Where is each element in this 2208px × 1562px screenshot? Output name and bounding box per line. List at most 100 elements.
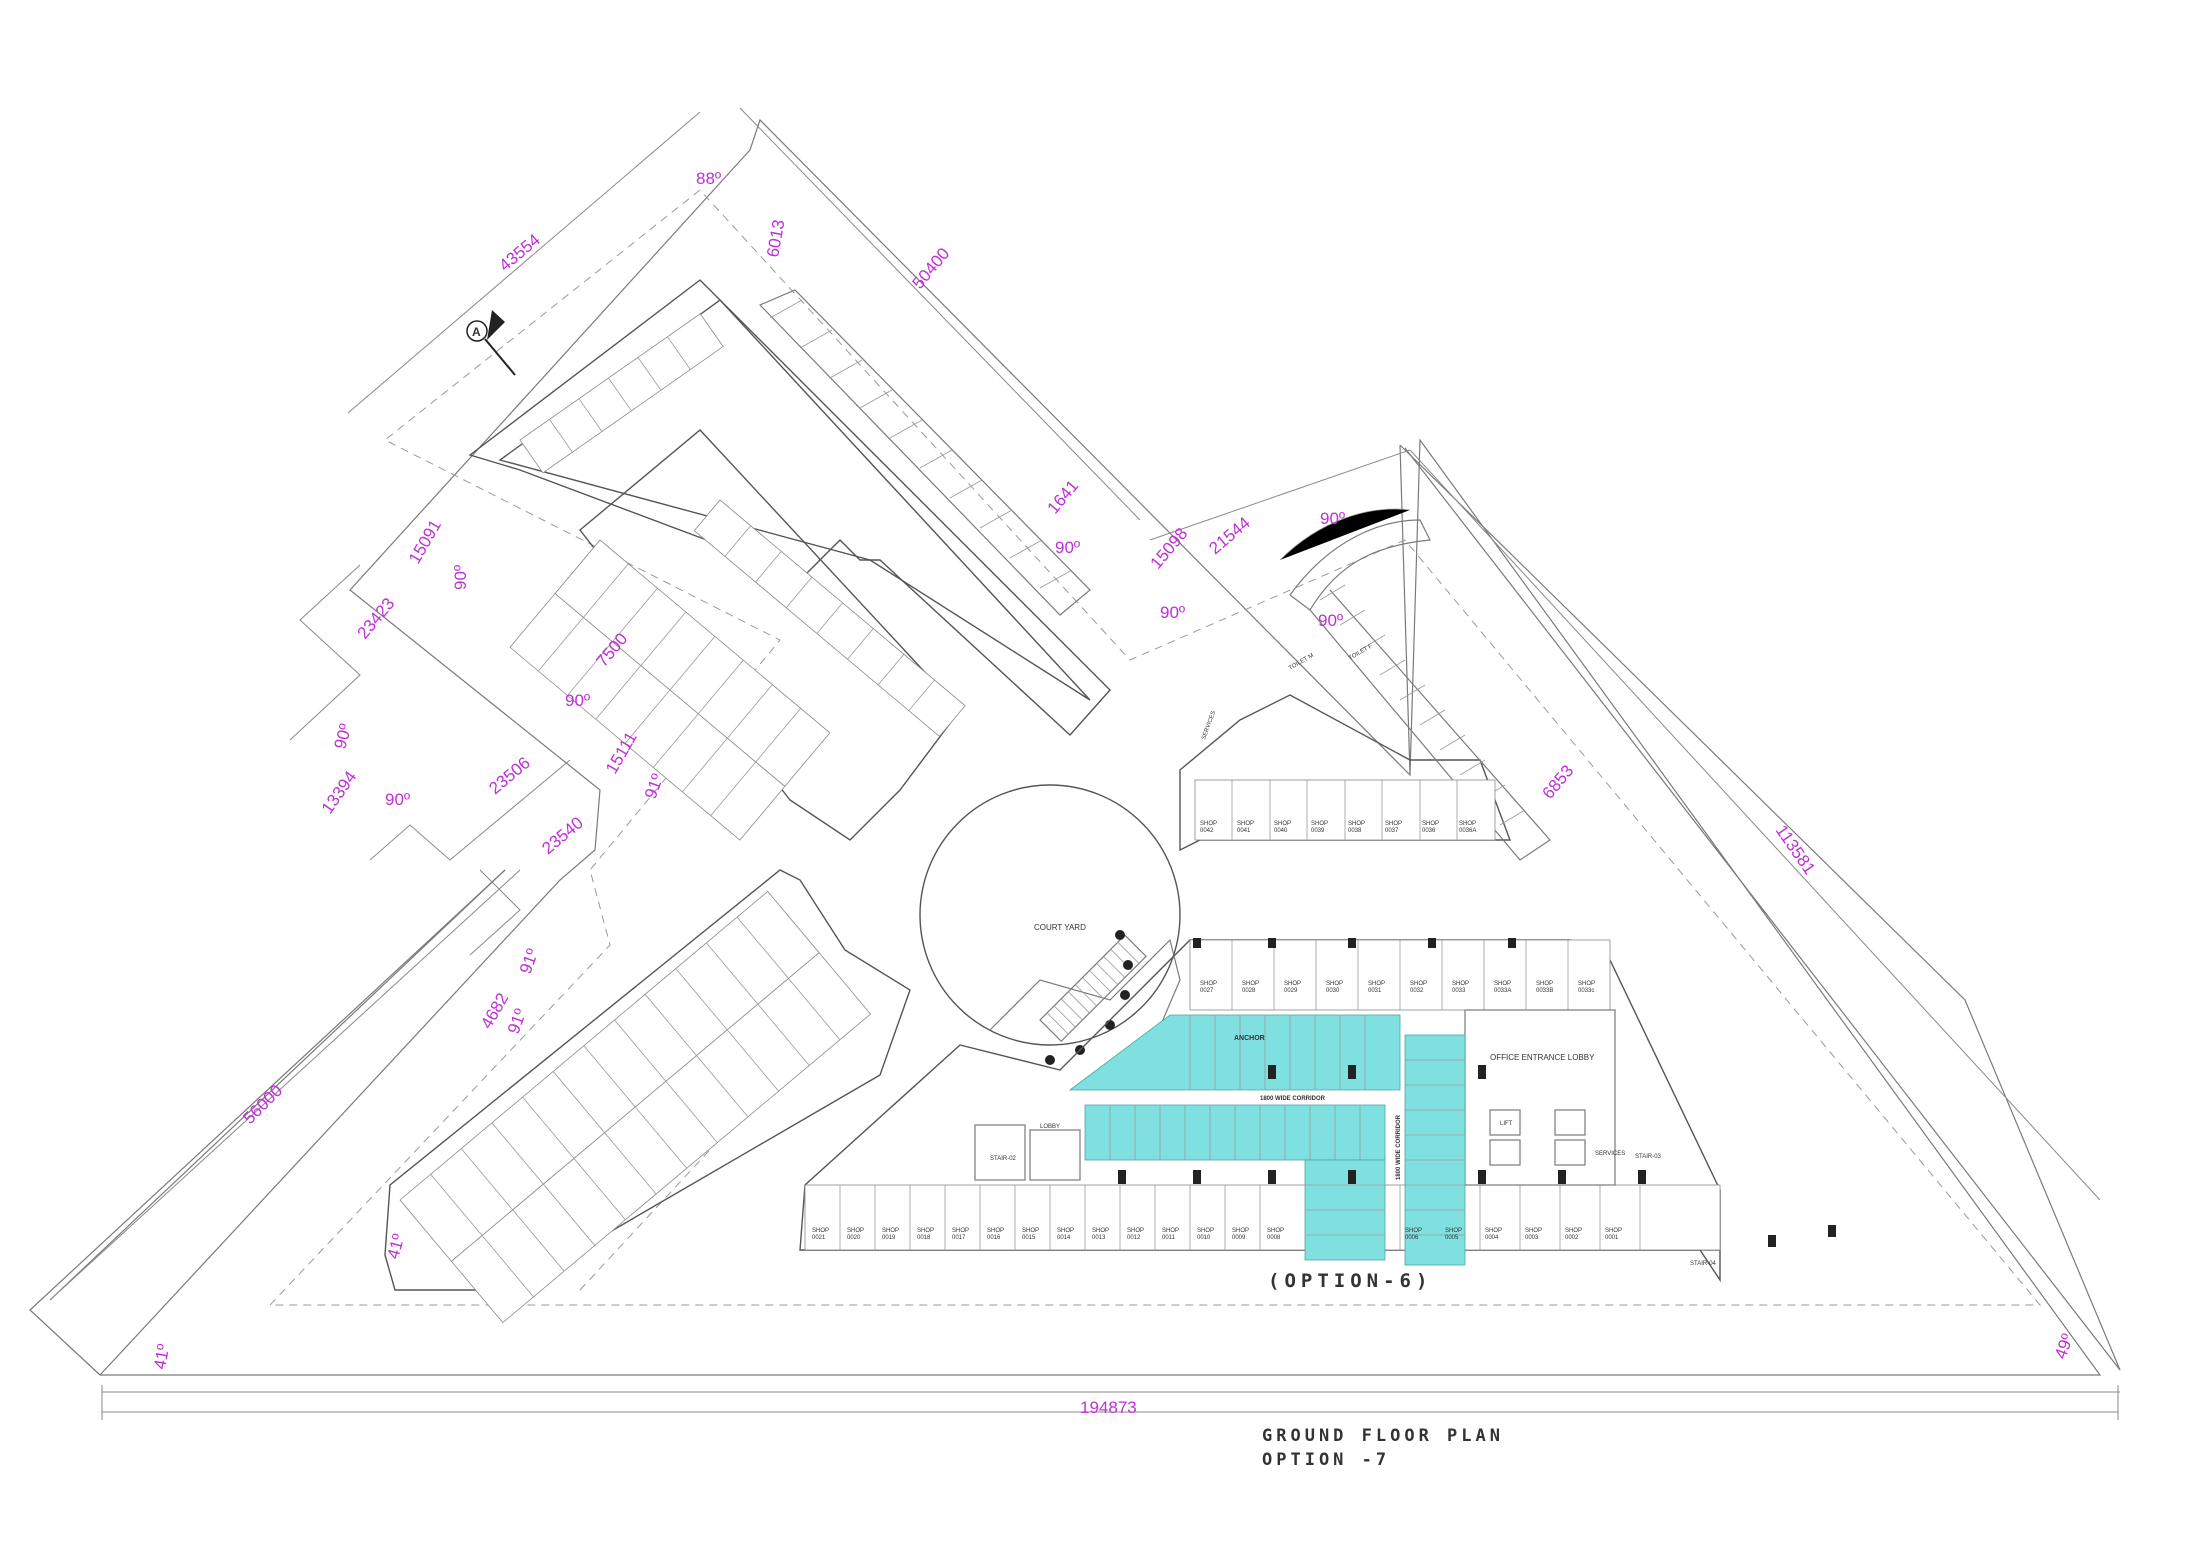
shop-number: 0042 [1200,828,1214,834]
shop-number: 0011 [1162,1235,1176,1241]
lobby-label: LOBBY [1040,1124,1060,1130]
shop-label: SHOP [847,1228,864,1234]
shop-label: SHOP [1410,981,1427,987]
shop-label: SHOP [1578,981,1595,987]
shop-label: SHOP [1459,821,1476,827]
shop-number: 0033c [1578,988,1594,994]
shop-label: SHOP [1565,1228,1582,1234]
office-lobby-label: OFFICE ENTRANCE LOBBY [1490,1053,1595,1062]
shop-number: 0009 [1232,1235,1246,1241]
shop-number: 0003 [1525,1235,1539,1241]
dim-50400: 50400 [909,244,954,292]
shop-labels-top: SHOP0027SHOP0028SHOP0029SHOP0030SHOP0031… [1200,981,1595,994]
dim-90d: 90º [451,565,470,590]
site-boundary [29,118,2121,1376]
shop-label: SHOP [1525,1228,1542,1234]
shop-label: SHOP [1605,1228,1622,1234]
shop-label: SHOP [1274,821,1291,827]
dim-1641: 1641 [1044,476,1083,517]
dim-194873: 194873 [1080,1398,1137,1417]
shop-number: 0013 [1092,1235,1106,1241]
shop-label: SHOP [952,1228,969,1234]
shop-number: 0008 [1267,1235,1281,1241]
parking-hatch-east [1319,584,1526,826]
shop-label: SHOP [1162,1228,1179,1234]
shop-label: SHOP [1452,981,1469,987]
west-wing-upper [468,279,1111,841]
shop-label: SHOP [1057,1228,1074,1234]
anchor-area [1068,1014,1466,1266]
shop-labels-service: SHOP0042SHOP0041SHOP0040SHOP0039SHOP0038… [1200,821,1476,834]
shop-number: 0033 [1452,988,1466,994]
shop-number: 0006 [1405,1235,1419,1241]
shop-label: SHOP [1022,1228,1039,1234]
shop-number: 0033B [1536,988,1553,994]
shop-label: SHOP [1200,981,1217,987]
shop-label: SHOP [1311,821,1328,827]
shop-number: 0019 [882,1235,896,1241]
shop-label: SHOP [1348,821,1365,827]
dim-6013: 6013 [763,218,788,259]
north-marker [466,310,516,376]
shop-number: 0005 [1445,1235,1459,1241]
structural-columns [1118,938,1836,1247]
north-marker-letter: A [472,325,481,339]
shop-number: 0040 [1274,828,1288,834]
services-a-label: SERVICES [1201,710,1217,740]
shop-label: SHOP [1494,981,1511,987]
shop-label: SHOP [1267,1228,1284,1234]
plan-title-line1: GROUND FLOOR PLAN [1262,1426,1504,1446]
shop-label: SHOP [1127,1228,1144,1234]
shop-number: 0020 [847,1235,861,1241]
shop-label: SHOP [1405,1228,1422,1234]
dimension-lines [49,107,2120,1420]
shop-number: 0028 [1242,988,1256,994]
dim-91c: 91º [504,1006,530,1036]
shop-number: 0021 [812,1235,826,1241]
option-label: (OPTION-6) [1268,1270,1433,1292]
main-block [799,939,1721,1283]
services-b-label: SERVICES [1595,1151,1625,1157]
shop-number: 0027 [1200,988,1214,994]
shop-number: 0041 [1237,828,1251,834]
corridor-h-label: 1800 WIDE CORRIDOR [1260,1096,1326,1102]
shop-number: 0031 [1368,988,1382,994]
dim-91a: 91º [641,771,667,801]
shop-number: 0004 [1485,1235,1499,1241]
anchor-label: ANCHOR [1234,1035,1265,1042]
shop-label: SHOP [1284,981,1301,987]
dim-15111: 15111 [602,729,641,777]
toilet-m-label: TOILET M [1288,653,1315,672]
shop-label: SHOP [1232,1228,1249,1234]
shop-labels-bottom-right: SHOP0006SHOP0005SHOP0004SHOP0003SHOP0002… [1405,1228,1622,1241]
shop-number: 0038 [1348,828,1362,834]
stair04-label: STAIR-04 [1690,1261,1717,1267]
shop-number: 0001 [1605,1235,1619,1241]
dim-15091: 15091 [405,517,445,567]
plan-title-line2: OPTION -7 [1262,1450,1391,1470]
dim-23423: 23423 [354,594,399,642]
dim-13394: 13394 [318,768,361,818]
shop-label: SHOP [1200,821,1217,827]
shop-label: SHOP [917,1228,934,1234]
shop-label: SHOP [1092,1228,1109,1234]
court-yard [919,784,1181,1081]
setback-line [269,189,2042,1306]
anchor-grid [1109,1015,1465,1236]
shop-label: SHOP [1237,821,1254,827]
shop-number: 0017 [952,1235,966,1241]
shop-number: 0032 [1410,988,1424,994]
shop-number: 0036A [1459,828,1476,834]
dim-90e: 90º [565,691,590,710]
dim-23506: 23506 [485,753,533,798]
dim-7500: 7500 [593,629,632,670]
shop-label: SHOP [1485,1228,1502,1234]
dim-15098: 15098 [1147,524,1192,572]
lift-label: LIFT [1500,1121,1513,1127]
dim-21544: 21544 [1205,513,1253,558]
dim-6853: 6853 [1539,761,1578,802]
corridor-v-label: 1800 WIDE CORRIDOR [1396,1114,1402,1180]
shop-number: 0018 [917,1235,931,1241]
